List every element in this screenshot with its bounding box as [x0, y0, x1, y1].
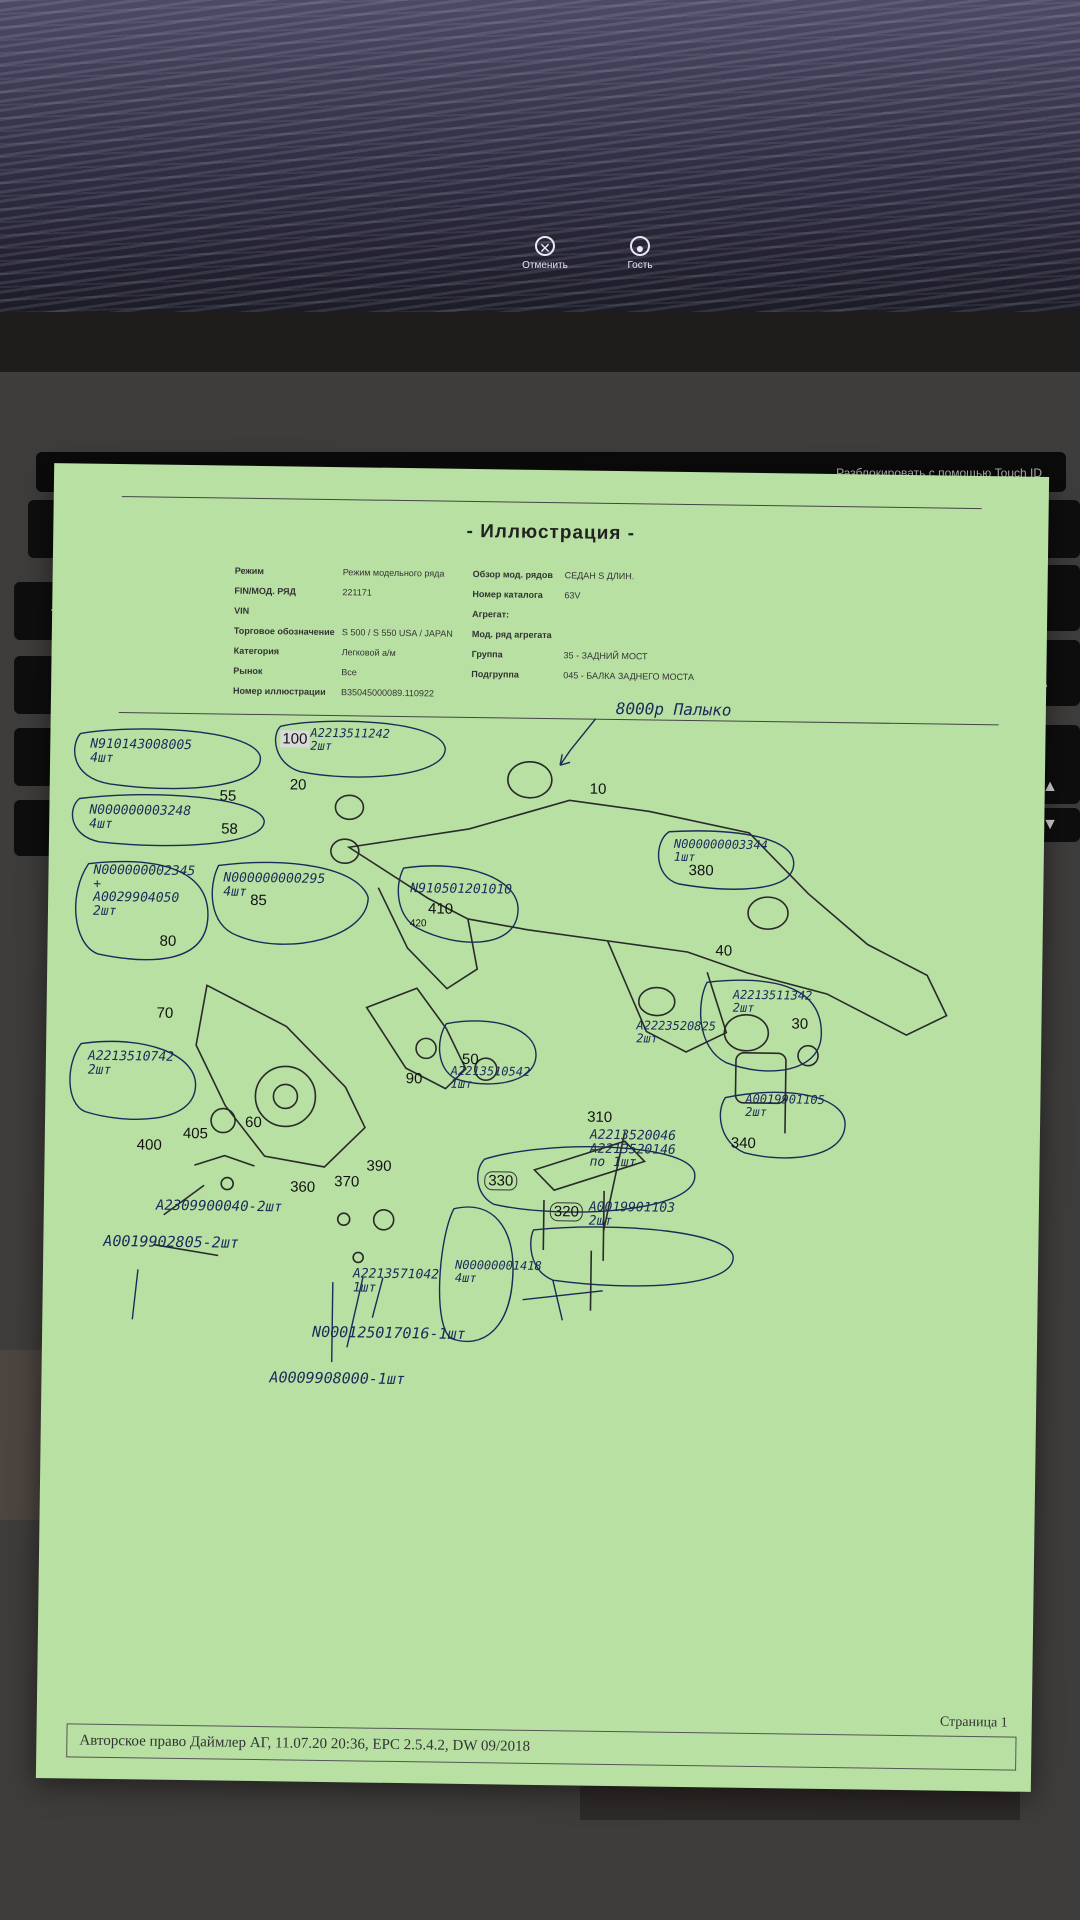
handwritten-note: А2213571042 1шт — [352, 1266, 440, 1296]
part-ref: 360 — [290, 1178, 316, 1196]
part-ref: 310 — [587, 1108, 613, 1126]
part-ref: 410 — [427, 900, 454, 918]
part-ref: 70 — [156, 1004, 174, 1022]
part-ref: 60 — [244, 1113, 262, 1132]
laptop-screen: ✕ Отменить ● Гость — [0, 0, 1080, 320]
part-ref: 320 — [549, 1202, 583, 1222]
handwritten-note: N000000003248 4шт — [89, 802, 192, 832]
part-ref: 390 — [366, 1157, 392, 1175]
handwritten-note: А2213510542 1шт — [450, 1063, 531, 1091]
copyright-footer: Авторское право Даймлер АГ, 11.07.20 20:… — [79, 1732, 531, 1755]
part-ref: 340 — [730, 1134, 756, 1152]
handwritten-note: N910501201010 — [410, 881, 513, 898]
part-ref: 80 — [159, 932, 177, 950]
handwritten-note: N000000000295 4шт — [223, 870, 326, 900]
part-ref: 420 — [409, 918, 427, 930]
part-ref: 100 — [280, 730, 310, 748]
handwritten-note: N000000003344 1шт — [673, 836, 768, 864]
handwritten-note: А0009908000-1шт — [269, 1368, 406, 1389]
handwritten-note: А2213520046 А2213520146 по 1шт — [589, 1127, 677, 1171]
axle-subframe-drawing — [69, 718, 948, 1363]
user-icon: ● — [630, 236, 650, 256]
handwritten-note: А2213510742 2шт — [87, 1048, 175, 1078]
close-icon: ✕ — [535, 236, 555, 256]
part-ref: 90 — [405, 1070, 423, 1088]
parts-diagram-sheet: - Иллюстрация - Режим Режим модельного р… — [35, 463, 1050, 1792]
cancel-label: Отменить — [522, 260, 568, 271]
part-ref: 55 — [219, 787, 237, 805]
part-ref: 40 — [715, 942, 733, 960]
part-ref: 10 — [589, 780, 607, 798]
handwritten-note: N000000002345 + А0029904050 2шт — [92, 862, 196, 919]
handwritten-note: А0019902805-2шт — [103, 1231, 239, 1252]
handwritten-note: А0019901105 2шт — [745, 1091, 825, 1119]
guest-button[interactable]: ● Гость — [600, 236, 680, 271]
page-number: Страница 1 — [939, 1714, 1008, 1731]
arrow-down-icon: ▼ — [1042, 816, 1058, 834]
guest-label: Гость — [627, 260, 653, 271]
part-ref: 20 — [289, 776, 307, 794]
cancel-button[interactable]: ✕ Отменить — [505, 236, 585, 271]
handwritten-note: А2213511342 2шт — [732, 987, 813, 1015]
handwritten-note: 8000р Палыко — [615, 698, 732, 720]
handwritten-note: N000125017016-1шт — [311, 1322, 466, 1343]
handwritten-note: А0019901103 2шт — [588, 1199, 676, 1229]
handwritten-note: А2309900040-2шт — [155, 1197, 283, 1216]
part-ref: 30 — [791, 1015, 809, 1033]
arrow-up-icon: ▲ — [1042, 778, 1058, 796]
part-ref: 380 — [688, 862, 714, 880]
handwritten-note: N00000001418 4шт — [454, 1257, 542, 1285]
part-ref: 58 — [221, 820, 238, 838]
screen-bezel — [0, 312, 1080, 372]
part-ref: 400 — [136, 1136, 162, 1154]
handwritten-note: N910143008005 4шт — [90, 736, 193, 766]
part-ref: 405 — [182, 1124, 209, 1143]
login-options: ✕ Отменить ● Гость — [0, 236, 1080, 286]
handwritten-note: А2213511242 2шт — [310, 725, 391, 753]
part-ref: 330 — [484, 1171, 518, 1191]
part-ref: 370 — [334, 1173, 360, 1191]
handwritten-note: А2223520825 2шт — [636, 1018, 717, 1046]
